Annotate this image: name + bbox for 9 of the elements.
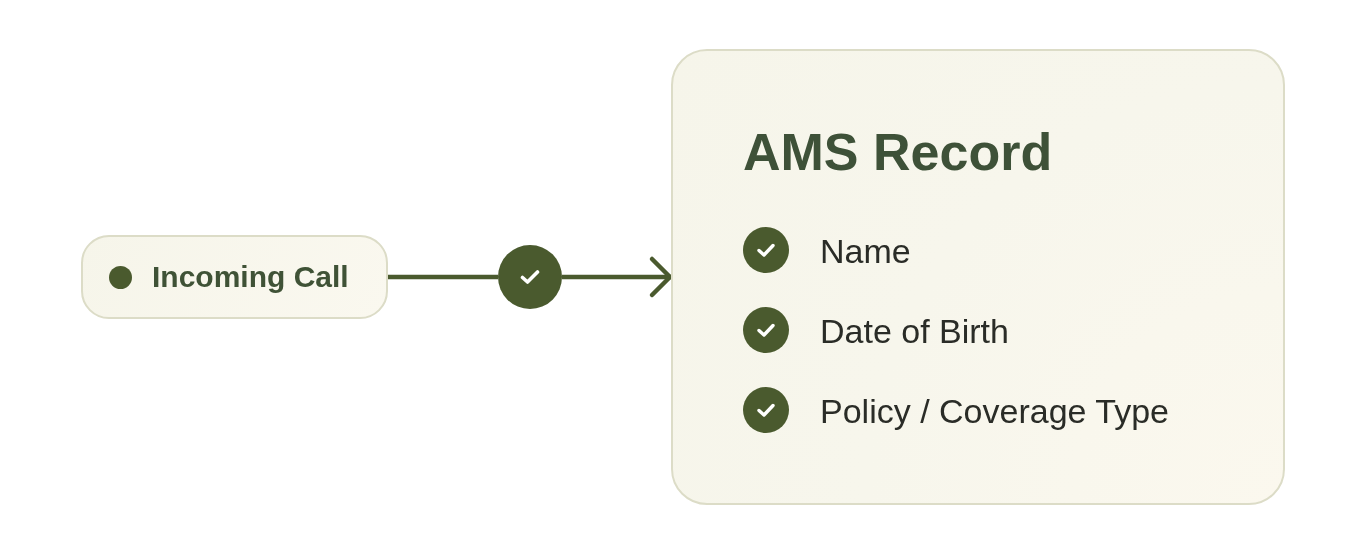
connector-line <box>388 274 498 280</box>
card-title: AMS Record <box>743 122 1054 182</box>
event-pill <box>81 235 388 319</box>
record-card <box>671 49 1285 505</box>
pill-label: Incoming Call <box>152 259 349 295</box>
field-name: Date of Birth <box>820 311 1009 352</box>
field-name: Policy / Coverage Type <box>820 391 1169 432</box>
arrow <box>562 256 673 298</box>
field-name: Name <box>820 231 911 272</box>
